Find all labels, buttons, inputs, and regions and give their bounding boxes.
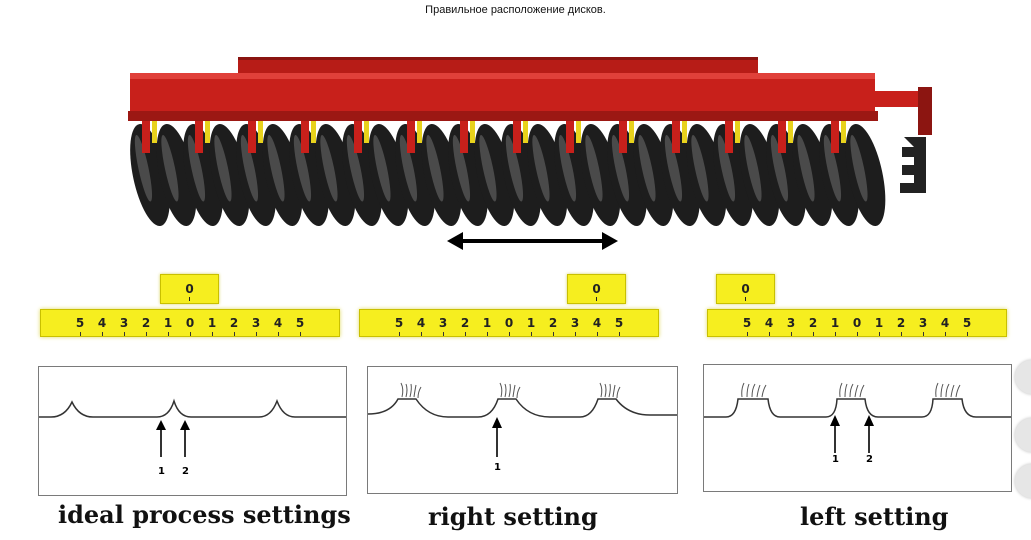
scale-pointer-right: 0 bbox=[567, 274, 626, 304]
disc-highlight bbox=[664, 134, 683, 202]
arrow-label: 1 bbox=[158, 466, 165, 477]
frame-post bbox=[354, 115, 362, 153]
disc-highlight bbox=[399, 134, 418, 202]
caption-ideal: ideal process settings bbox=[58, 500, 351, 529]
spring bbox=[682, 119, 687, 143]
side-scroll-button[interactable] bbox=[1015, 360, 1031, 394]
spring bbox=[152, 119, 157, 143]
spring bbox=[258, 119, 263, 143]
soil-profile-right: 1 bbox=[367, 366, 678, 494]
frame-post bbox=[248, 115, 256, 153]
frame-post bbox=[566, 115, 574, 153]
spring bbox=[523, 119, 528, 143]
spring bbox=[576, 119, 581, 143]
caption-right: right setting bbox=[428, 502, 598, 531]
spring bbox=[841, 119, 846, 143]
adjustment-scale-right: 5 4 3 2 1 0 1 2 3 4 5 bbox=[359, 309, 659, 337]
soil-profile-left: 1 2 bbox=[703, 364, 1012, 492]
disc-highlight bbox=[558, 134, 577, 202]
frame-post bbox=[778, 115, 786, 153]
disc-highlight bbox=[320, 134, 338, 202]
disc-highlight bbox=[267, 134, 285, 202]
disc-highlight bbox=[611, 134, 630, 202]
frame-post bbox=[831, 115, 839, 153]
side-scroll-button[interactable] bbox=[1015, 464, 1031, 498]
disc-highlight bbox=[532, 134, 550, 202]
disc-highlight bbox=[691, 134, 709, 202]
disc-highlight bbox=[214, 134, 232, 202]
disc-highlight bbox=[452, 134, 471, 202]
adjustment-scale-ideal: 5 4 3 2 1 0 1 2 3 4 5 bbox=[40, 309, 340, 337]
frame-post bbox=[407, 115, 415, 153]
arrow-label: 2 bbox=[866, 454, 873, 465]
spring bbox=[470, 119, 475, 143]
disc-highlight bbox=[293, 134, 312, 202]
soil-profile-ideal: 1 2 bbox=[38, 366, 347, 496]
disc-highlight bbox=[240, 134, 259, 202]
spring bbox=[205, 119, 210, 143]
spring bbox=[735, 119, 740, 143]
disc-highlight bbox=[187, 134, 206, 202]
disc-highlight bbox=[426, 134, 444, 202]
arrow-label: 1 bbox=[832, 454, 839, 465]
disc-highlight bbox=[585, 134, 603, 202]
disc-highlight bbox=[744, 134, 762, 202]
disc-highlight bbox=[770, 134, 789, 202]
side-scroll-button[interactable] bbox=[1015, 418, 1031, 452]
disc-highlight bbox=[134, 134, 153, 202]
page-title: Правильное расположение дисков. bbox=[425, 4, 606, 16]
disc-highlight bbox=[717, 134, 736, 202]
disc-highlight bbox=[797, 134, 815, 202]
frame-post bbox=[195, 115, 203, 153]
frame-post bbox=[513, 115, 521, 153]
spring bbox=[788, 119, 793, 143]
frame-post bbox=[619, 115, 627, 153]
caption-left: left setting bbox=[800, 502, 949, 531]
frame-post bbox=[672, 115, 680, 153]
frame-post bbox=[301, 115, 309, 153]
disc-highlight bbox=[850, 134, 868, 202]
adjustment-scale-left: 5 4 3 2 1 0 1 2 3 4 5 bbox=[707, 309, 1007, 337]
disc-highlight bbox=[373, 134, 391, 202]
frame-post bbox=[460, 115, 468, 153]
frame-post bbox=[142, 115, 150, 153]
spring bbox=[417, 119, 422, 143]
scale-pointer-left: 0 bbox=[716, 274, 775, 304]
disc-highlight bbox=[638, 134, 656, 202]
spring bbox=[364, 119, 369, 143]
frame-post bbox=[725, 115, 733, 153]
scale-pointer-ideal: 0 bbox=[160, 274, 219, 304]
spring bbox=[311, 119, 316, 143]
disc-highlight bbox=[823, 134, 842, 202]
disc-highlight bbox=[161, 134, 179, 202]
arrow-label: 2 bbox=[182, 466, 189, 477]
arrow-label: 1 bbox=[494, 462, 501, 473]
disc-harrow-illustration bbox=[128, 57, 932, 226]
double-headed-arrow bbox=[447, 232, 618, 250]
disc-highlight bbox=[505, 134, 524, 202]
disc-highlight bbox=[346, 134, 365, 202]
disc-highlight bbox=[479, 134, 497, 202]
spring bbox=[629, 119, 634, 143]
